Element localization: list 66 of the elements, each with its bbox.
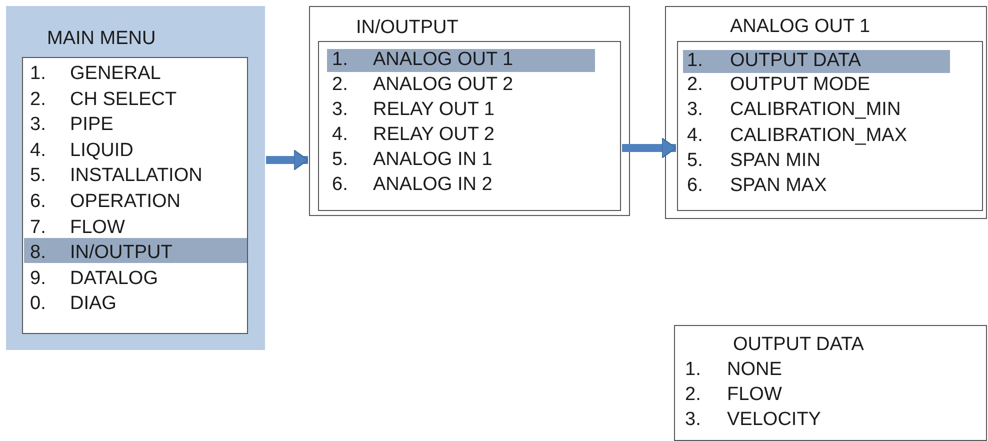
menu-item-label: OPERATION [70,191,180,213]
item-number: 1. [687,50,703,72]
menu-box [318,41,621,211]
item-number: 3. [687,99,703,122]
menu-item-label: RELAY OUT 2 [373,124,494,146]
menu-item-label: RELAY OUT 1 [373,99,494,121]
item-number: 1. [332,49,348,71]
item-number: 1. [685,359,701,381]
item-number: 9. [30,268,46,290]
menu-box [309,6,630,216]
menu-item-label: DATALOG [70,268,158,290]
item-number: 5. [30,165,46,188]
menu-title: ANALOG OUT 1 [730,16,870,38]
menu-item-label: ANALOG IN 1 [373,149,492,171]
item-number: 5. [687,150,703,172]
menu-item-label: IN/OUTPUT [70,242,172,264]
block-arrow [266,150,308,170]
menu-item-label: ANALOG OUT 2 [373,74,514,96]
menu-title: OUTPUT DATA [733,334,864,356]
menu-item-label: VELOCITY [727,409,821,431]
item-number: 6. [30,191,46,213]
item-number: 4. [332,124,348,146]
menu-title: MAIN MENU [47,28,156,50]
item-number: 5. [332,149,348,171]
menu-item-label: CALIBRATION_MAX [730,124,908,147]
menu-item-label: CH SELECT [70,88,177,111]
item-number: 2. [332,74,348,96]
selected-menu-row [327,49,595,72]
menu-box [674,325,987,441]
menu-box [677,41,983,211]
menu-box [665,6,987,219]
item-number: 2. [687,74,703,96]
item-number: 0. [30,293,46,316]
menu-title: IN/OUTPUT [356,17,458,39]
menu-box [22,57,248,334]
menu-item-label: PIPE [70,114,114,136]
menu-item-label: ANALOG OUT 1 [373,49,514,71]
selected-menu-row [24,238,247,263]
item-number: 2. [685,384,701,406]
item-number: 4. [30,140,46,162]
menu-item-label: ANALOG IN 2 [373,174,492,196]
item-number: 4. [687,124,703,147]
selected-menu-row [683,50,950,73]
menu-item-label: SPAN MAX [730,175,827,197]
item-number: 2. [30,88,46,111]
item-number: 3. [685,409,701,431]
item-number: 7. [30,216,46,239]
menu-item-label: DIAG [70,293,116,316]
menu-item-label: FLOW [727,384,782,406]
menu-item-label: CALIBRATION_MIN [730,99,901,122]
item-number: 3. [332,99,348,121]
item-number: 3. [30,114,46,136]
menu-item-label: OUTPUT MODE [730,74,870,96]
item-number: 1. [30,63,46,85]
item-number: 6. [687,175,703,197]
menu-item-label: FLOW [70,216,125,239]
menu-item-label: NONE [727,359,782,381]
item-number: 8. [30,242,46,264]
block-arrow [622,138,676,158]
menu-item-label: GENERAL [70,63,161,85]
menu-panel [6,6,265,350]
menu-item-label: INSTALLATION [70,165,202,188]
menu-item-label: OUTPUT DATA [730,50,861,72]
item-number: 6. [332,174,348,196]
menu-item-label: SPAN MIN [730,150,820,172]
menu-item-label: LIQUID [70,140,134,162]
